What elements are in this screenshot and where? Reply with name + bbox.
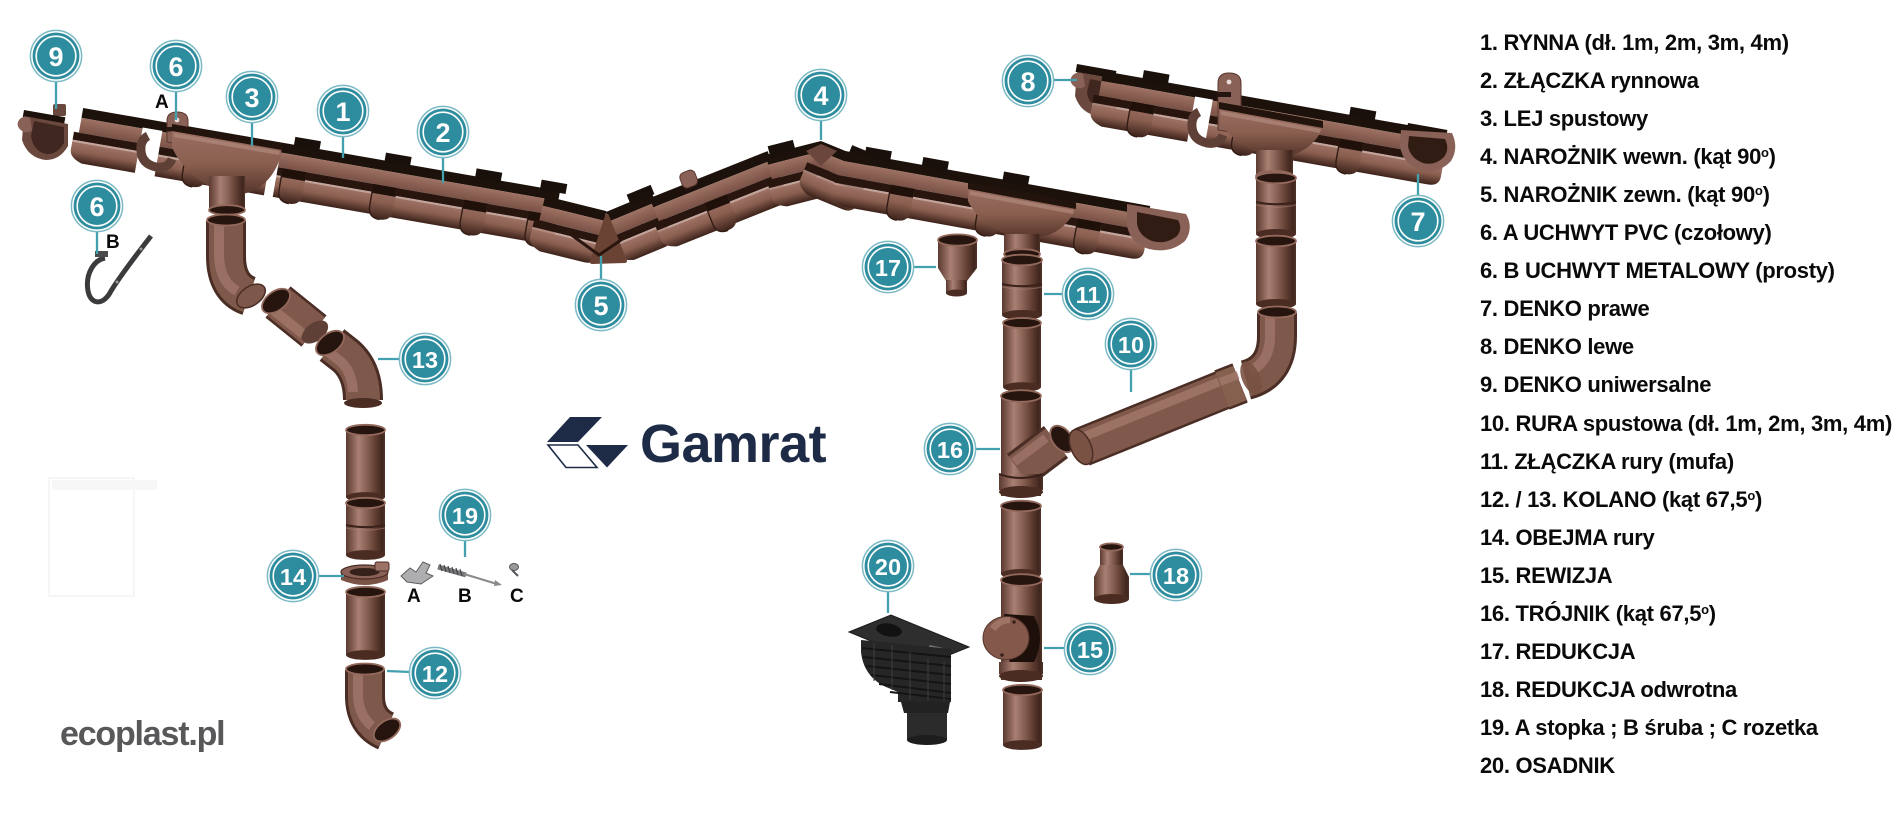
svg-text:4: 4	[813, 81, 828, 111]
svg-text:20: 20	[875, 554, 901, 580]
svg-text:16: 16	[937, 437, 963, 463]
svg-text:15: 15	[1077, 637, 1103, 663]
svg-text:3: 3	[244, 83, 259, 113]
svg-text:7: 7	[1410, 207, 1425, 237]
svg-text:10: 10	[1118, 332, 1144, 358]
svg-text:6: 6	[168, 52, 183, 82]
svg-text:13: 13	[412, 347, 438, 373]
svg-text:6: 6	[89, 192, 104, 222]
svg-text:14: 14	[280, 564, 306, 590]
svg-text:11: 11	[1076, 282, 1101, 308]
svg-text:9: 9	[48, 42, 63, 72]
svg-text:12: 12	[422, 661, 448, 687]
svg-text:18: 18	[1163, 563, 1189, 589]
svg-text:19: 19	[452, 503, 478, 529]
svg-text:Gamrat: Gamrat	[640, 414, 827, 474]
svg-text:17: 17	[875, 255, 901, 281]
svg-text:1: 1	[335, 97, 350, 127]
svg-text:2: 2	[435, 118, 450, 148]
svg-text:5: 5	[593, 291, 608, 321]
svg-text:8: 8	[1020, 67, 1035, 97]
